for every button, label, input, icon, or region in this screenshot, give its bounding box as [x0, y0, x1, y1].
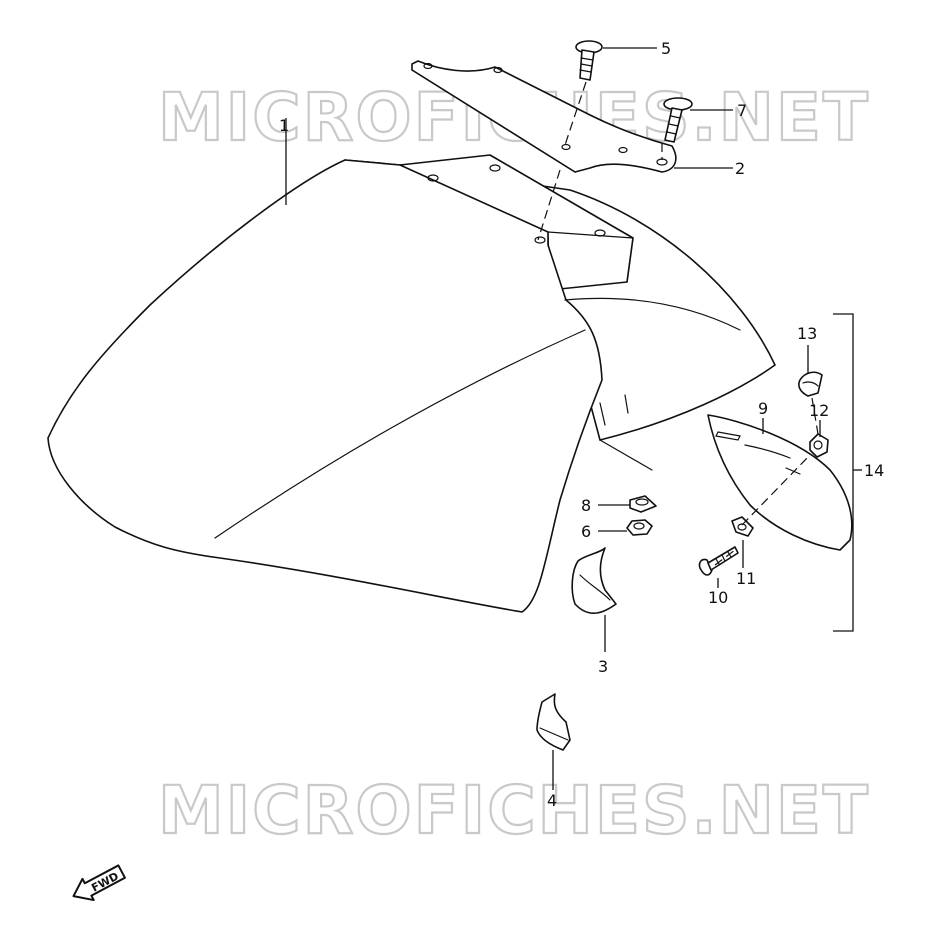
forward-direction-arrow-icon: FWD [72, 864, 126, 902]
alignment-line [741, 454, 811, 526]
bolt-10 [698, 546, 739, 576]
front-fender [47, 154, 776, 613]
mount-hole [534, 236, 546, 244]
bracket-plate [411, 60, 677, 173]
callout-6: 6 [581, 522, 591, 541]
callout-7: 7 [737, 101, 747, 120]
fender-right-wall [399, 164, 776, 441]
alignment-line [811, 397, 819, 435]
bolt-7 [663, 97, 693, 143]
nut-12 [809, 433, 829, 458]
callout-12: 12 [809, 401, 829, 420]
callout-2: 2 [735, 159, 745, 178]
alignment-line [537, 169, 561, 241]
callout-5: 5 [661, 39, 671, 58]
side-plate-9 [707, 414, 853, 551]
mount-hole [594, 229, 606, 237]
callout-4: 4 [547, 791, 557, 810]
grommet-8 [629, 495, 657, 513]
nut-6 [626, 519, 653, 536]
callout-10: 10 [708, 588, 728, 607]
alignment-line [714, 549, 736, 566]
callout-13: 13 [797, 324, 817, 343]
fender-body [47, 159, 603, 613]
callout-3: 3 [598, 657, 608, 676]
clip-13 [798, 371, 823, 397]
callout-11: 11 [736, 569, 756, 588]
screw-5 [575, 40, 603, 81]
alignment-line [563, 81, 587, 149]
watermark-bottom: MICROFICHES.NET [158, 772, 870, 849]
callout-9: 9 [758, 399, 768, 418]
mount-hole [489, 164, 501, 172]
washer-11 [731, 516, 754, 537]
mount-hole [427, 174, 439, 182]
pad-3 [571, 547, 617, 614]
callout-1: 1 [279, 116, 289, 135]
pad-4 [536, 693, 571, 751]
callout-14: 14 [864, 461, 884, 480]
callout-8: 8 [581, 496, 591, 515]
